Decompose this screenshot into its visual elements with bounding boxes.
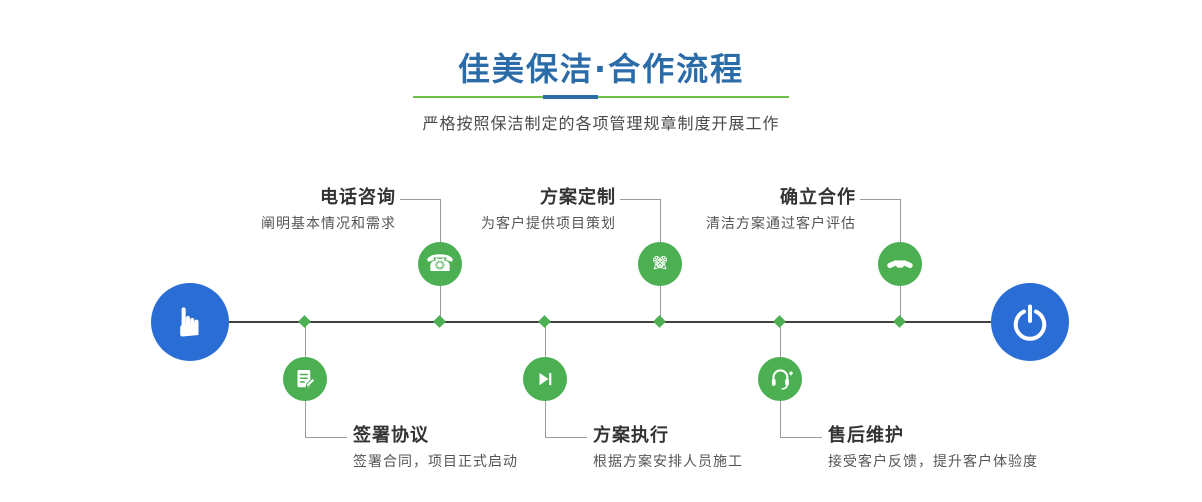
step-node-plan-execution <box>523 357 567 401</box>
connector-line <box>860 199 900 200</box>
timeline-line <box>190 321 1030 323</box>
step-node-after-sales <box>758 357 802 401</box>
divider-accent-segment <box>543 95 598 99</box>
step-title: 售后维护 <box>828 425 904 446</box>
connector-line <box>620 199 660 200</box>
step-label-phone-consult: 电话咨询 阐明基本情况和需求 <box>261 186 396 233</box>
connector-line <box>305 437 347 438</box>
step-title: 电话咨询 <box>320 187 396 208</box>
timeline-marker <box>433 315 446 328</box>
play-icon <box>539 372 552 386</box>
step-desc: 签署合同，项目正式启动 <box>353 454 518 470</box>
step-label-establish-cooperation: 确立合作 清洁方案通过客户评估 <box>706 186 856 233</box>
step-node-phone-consult: ☎ <box>418 242 462 286</box>
step-node-sign-agreement <box>283 357 327 401</box>
connector-line <box>400 199 440 200</box>
step-label-plan-execution: 方案执行 根据方案安排人员施工 <box>593 424 743 471</box>
step-node-establish-cooperation <box>878 242 922 286</box>
power-icon <box>1013 304 1047 341</box>
timeline-marker <box>538 315 551 328</box>
timeline-marker <box>298 315 311 328</box>
step-label-sign-agreement: 签署协议 签署合同，项目正式启动 <box>353 424 518 471</box>
phone-icon: ☎ <box>425 250 455 277</box>
timeline-marker <box>893 315 906 328</box>
step-node-plan-customize: ✎ ✎ <box>638 242 682 286</box>
timeline-end-node <box>991 283 1069 361</box>
step-title: 方案执行 <box>593 425 669 446</box>
page-title: 佳美保洁·合作流程 <box>457 50 745 88</box>
timeline-marker <box>773 315 786 328</box>
timeline-start-node: ☛ <box>151 283 229 361</box>
hand-pointer-icon: ☛ <box>166 304 213 340</box>
connector-line <box>545 437 587 438</box>
handshake-icon <box>887 260 913 269</box>
step-desc: 阐明基本情况和需求 <box>261 216 396 232</box>
step-title: 方案定制 <box>540 187 616 208</box>
page-subtitle: 严格按照保洁制定的各项管理规章制度开展工作 <box>422 114 780 133</box>
connector-line <box>780 437 822 438</box>
step-label-after-sales: 售后维护 接受客户反馈，提升客户体验度 <box>828 424 1038 471</box>
timeline-marker <box>653 315 666 328</box>
headset-icon <box>771 369 793 390</box>
step-desc: 接受客户反馈，提升客户体验度 <box>828 454 1038 470</box>
step-title: 签署协议 <box>353 425 429 446</box>
step-desc: 根据方案安排人员施工 <box>593 454 743 470</box>
step-desc: 为客户提供项目策划 <box>481 216 616 232</box>
contract-icon <box>297 370 316 388</box>
step-label-plan-customize: 方案定制 为客户提供项目策划 <box>481 186 616 233</box>
step-desc: 清洁方案通过客户评估 <box>706 216 856 232</box>
title-divider <box>413 95 789 99</box>
pencil-tools-icon: ✎ ✎ <box>651 252 669 276</box>
step-title: 确立合作 <box>780 187 856 208</box>
